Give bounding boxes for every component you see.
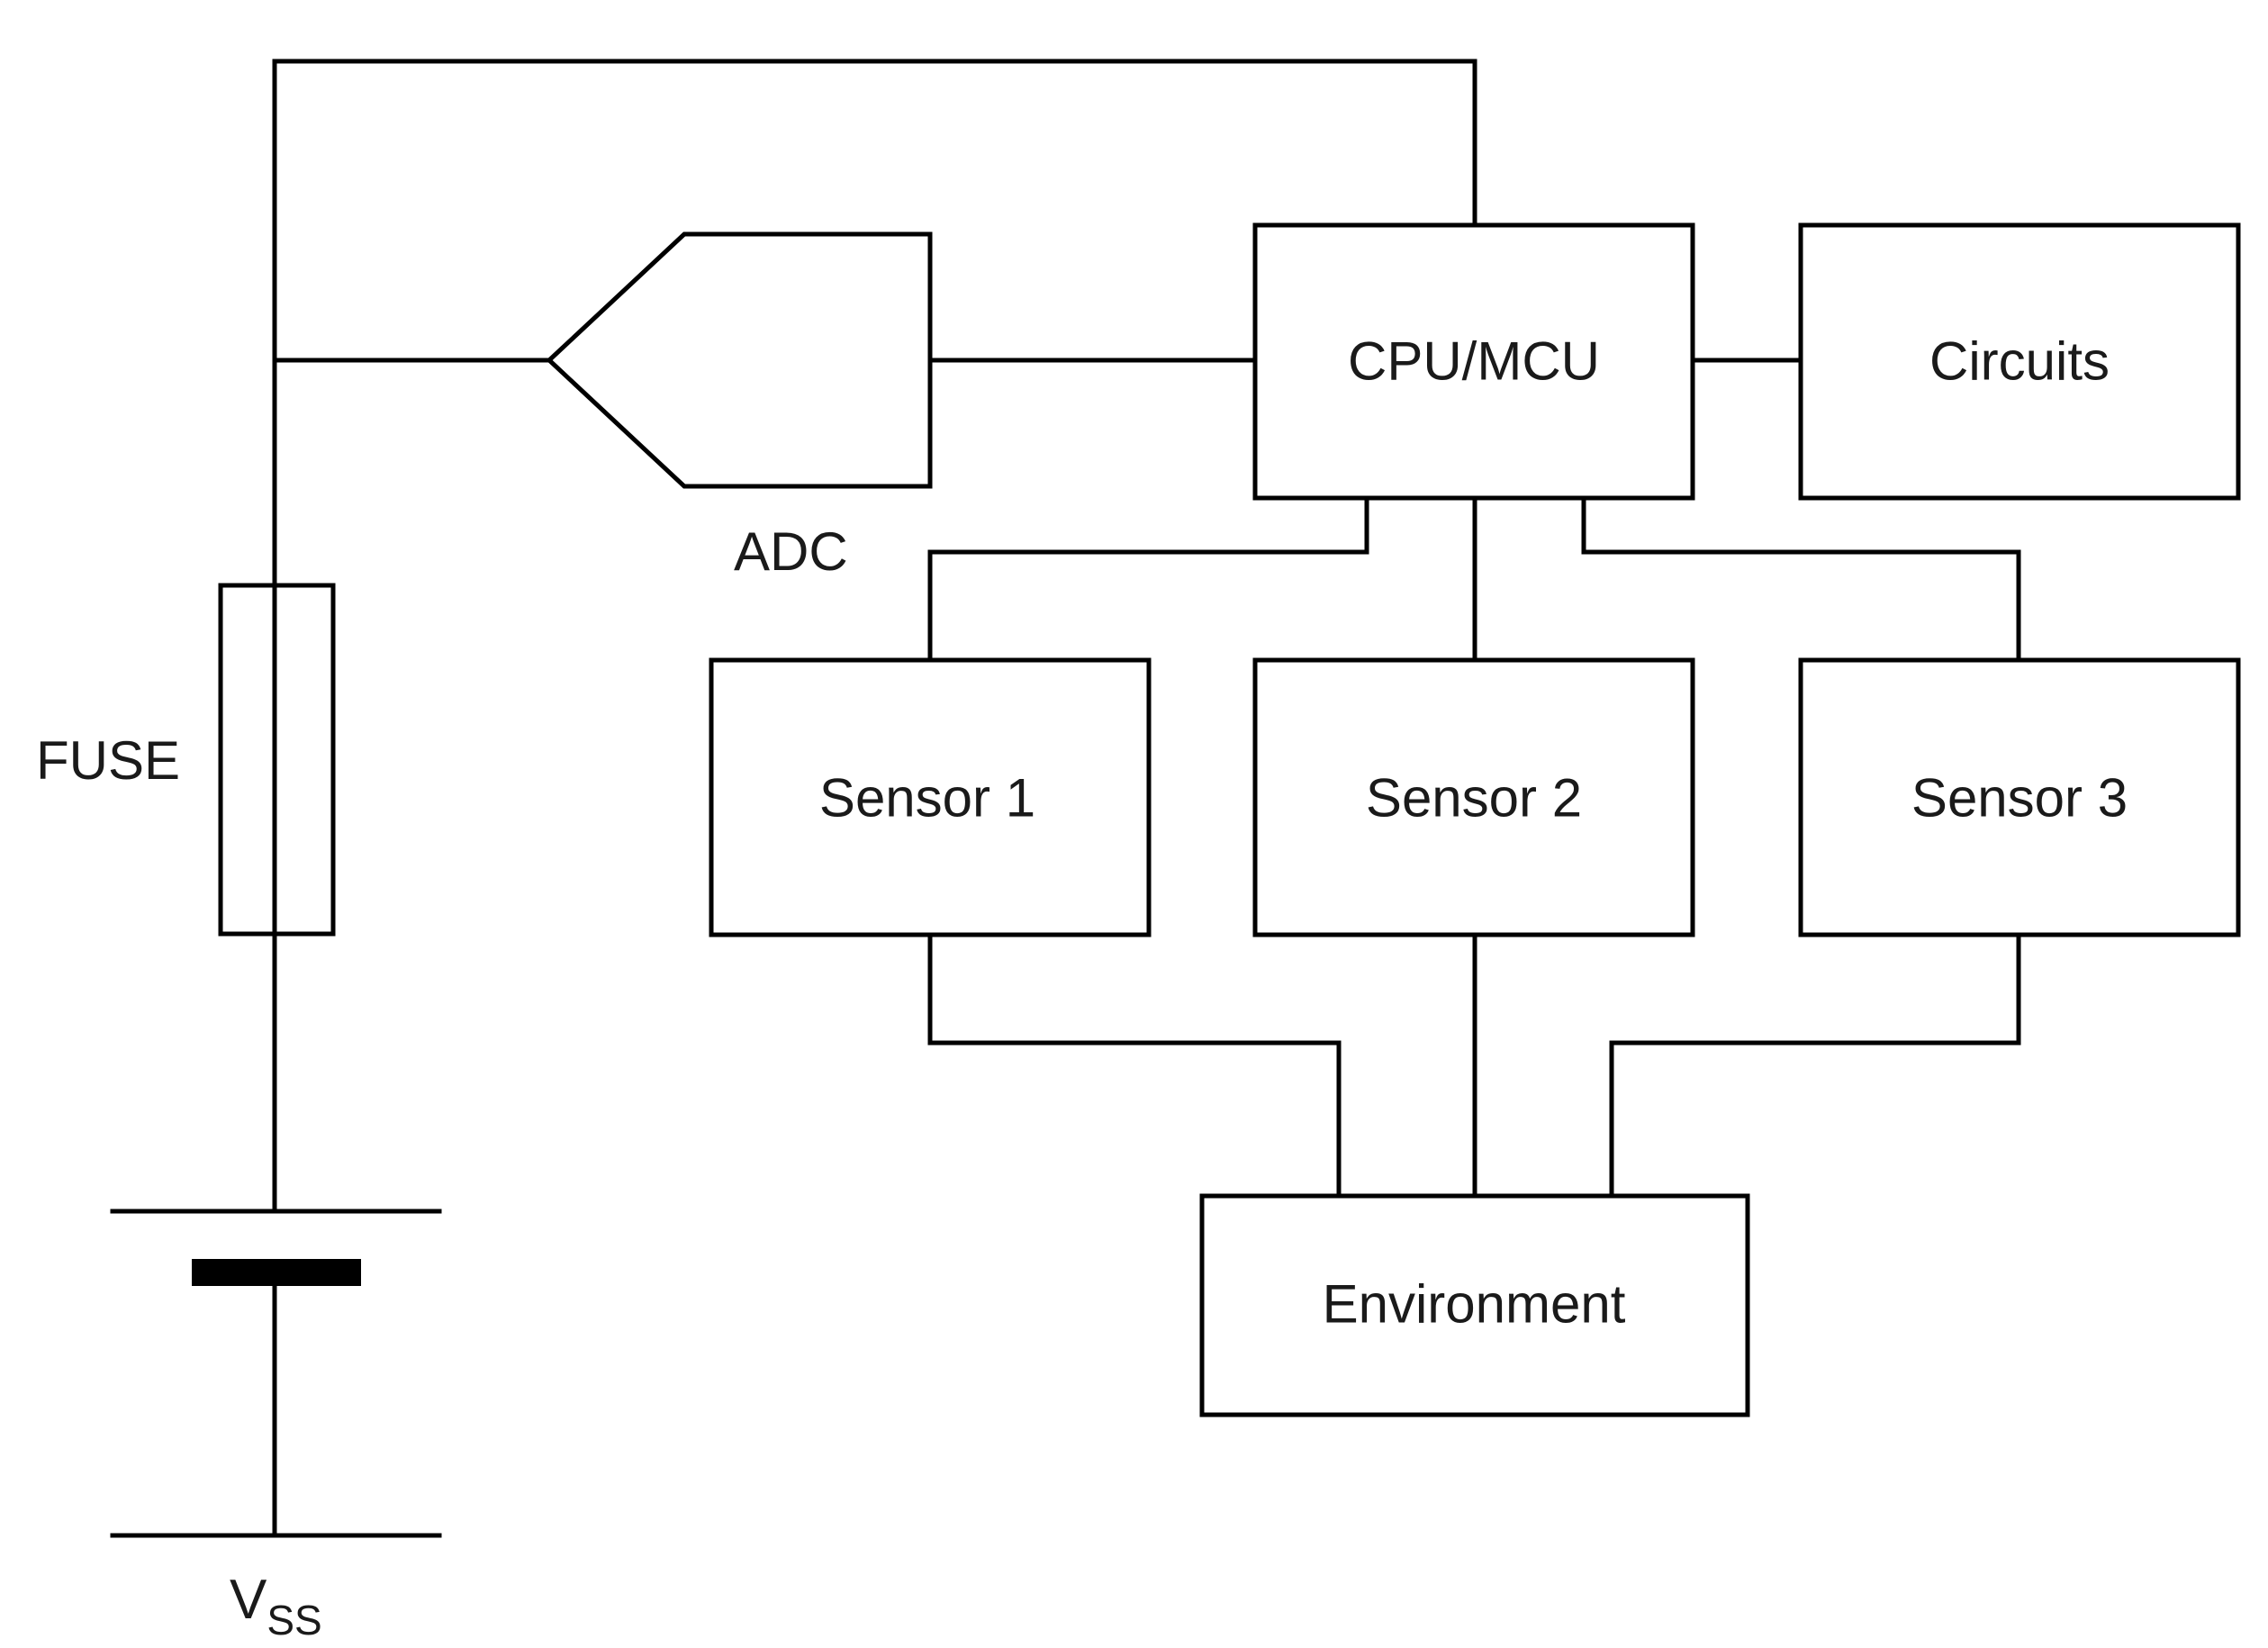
sensor2-label: Sensor 2 bbox=[1366, 768, 1582, 829]
wire-sensor1-to-environment bbox=[927, 932, 1342, 1199]
adc-symbol: ADC bbox=[546, 231, 933, 582]
sensor1-box bbox=[709, 657, 1152, 937]
wire-sensor3-to-environment bbox=[1609, 932, 2021, 1199]
cpu-block: CPU/MCU bbox=[1252, 222, 1695, 501]
cpu-box bbox=[1252, 222, 1695, 501]
environment-block: Environment bbox=[1199, 1193, 1750, 1417]
fuse-label: FUSE bbox=[36, 730, 180, 791]
sensor1-block: Sensor 1 bbox=[709, 657, 1152, 937]
environment-box bbox=[1199, 1193, 1750, 1417]
sensor2-box bbox=[1252, 657, 1695, 937]
adc-label: ADC bbox=[734, 521, 848, 582]
sensor1-label: Sensor 1 bbox=[819, 768, 1035, 829]
vss-main-text: V bbox=[230, 1569, 267, 1631]
vss-label: VSS bbox=[230, 1569, 322, 1643]
adc-body bbox=[546, 231, 933, 489]
vss-subscript: SS bbox=[267, 1597, 321, 1643]
wire-cpu-to-sensor1 bbox=[927, 495, 1369, 663]
fuse-symbol: FUSE bbox=[36, 583, 336, 937]
wire-cpu-to-sensor3 bbox=[1581, 495, 2021, 663]
sensor3-block: Sensor 3 bbox=[1798, 657, 2241, 937]
environment-label: Environment bbox=[1323, 1274, 1626, 1335]
sensor3-label: Sensor 3 bbox=[1911, 768, 2128, 829]
circuits-block: Circuits bbox=[1798, 222, 2241, 501]
circuits-box bbox=[1798, 222, 2241, 501]
wire-supply-to-cpu bbox=[272, 59, 1477, 588]
cpu-label: CPU/MCU bbox=[1348, 331, 1600, 392]
sensor3-box bbox=[1798, 657, 2241, 937]
battery-negative-plate bbox=[192, 1259, 361, 1286]
battery-symbol: VSS bbox=[110, 1209, 442, 1643]
sensor2-block: Sensor 2 bbox=[1252, 657, 1695, 937]
circuits-label: Circuits bbox=[1929, 331, 2110, 392]
